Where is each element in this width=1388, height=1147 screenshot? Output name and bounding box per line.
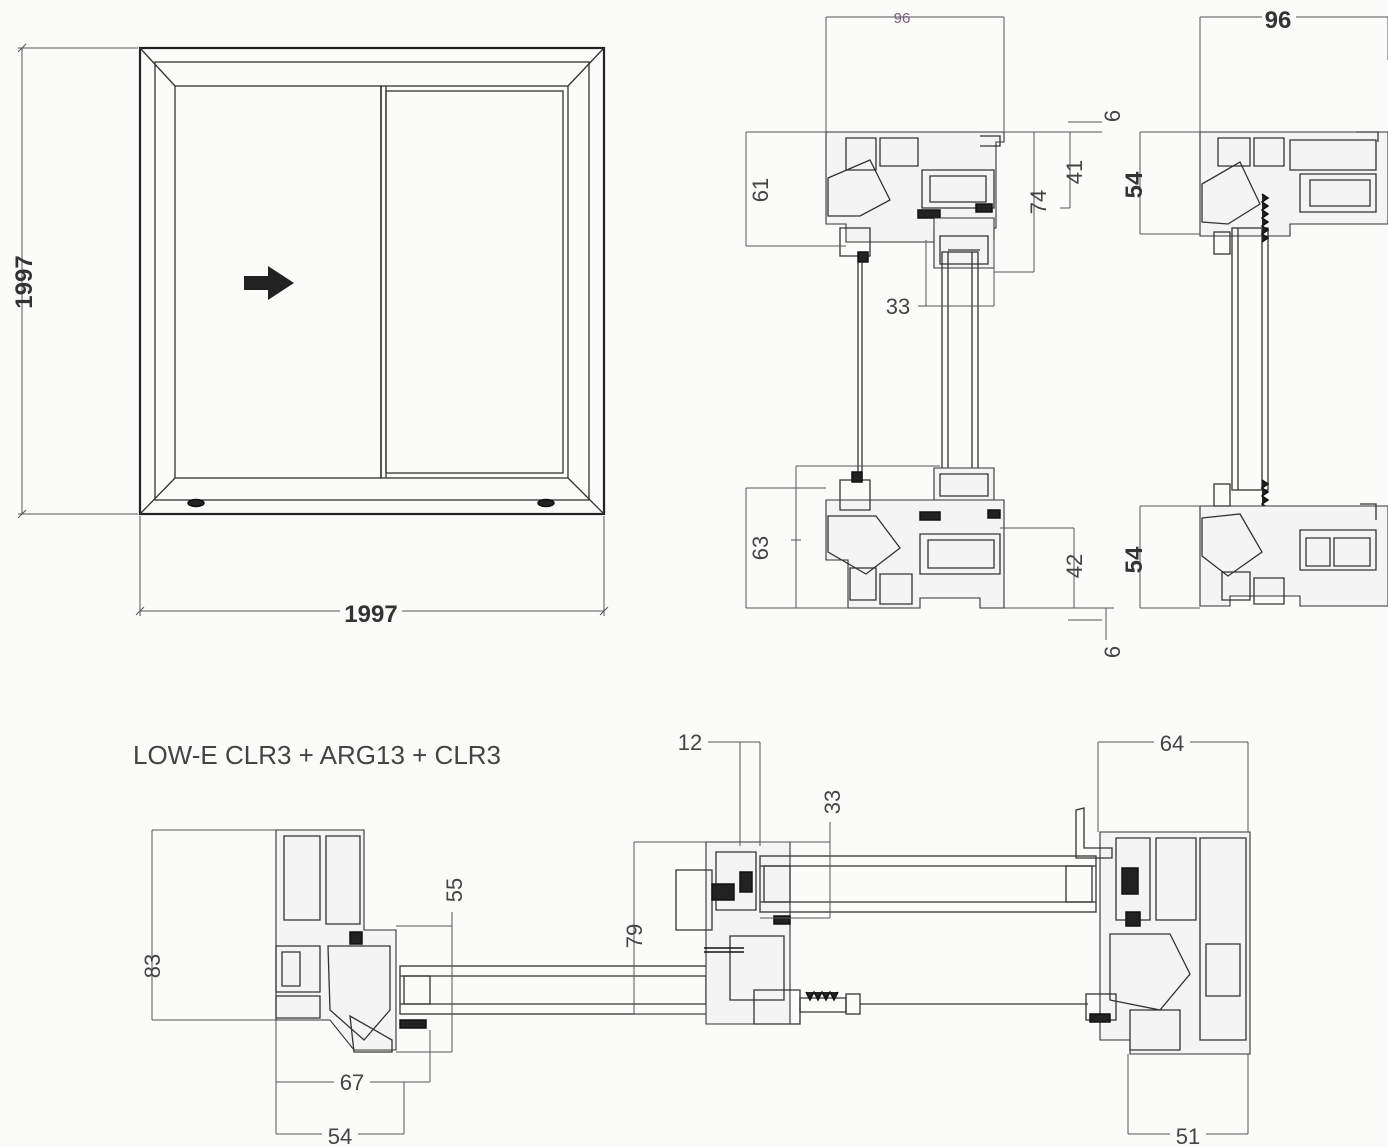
- horizontal-section: 83 55 67 54 12 33 79: [140, 730, 1251, 1147]
- glass-unit-b: [1231, 227, 1269, 491]
- glass-unit-right: [759, 855, 1097, 913]
- section-a-dim-6-bottom: 6: [1100, 646, 1125, 658]
- section-a-dim-6-top: 6: [1100, 110, 1125, 122]
- vertical-section-b: 96 54 54: [1121, 6, 1388, 609]
- section-a-dim-33: 33: [886, 294, 910, 319]
- section-a-dim-63: 63: [748, 536, 773, 560]
- section-b-dim-54-top: 54: [1121, 171, 1148, 198]
- inner-frame: [154, 61, 590, 501]
- horizontal-dim-51: 51: [1176, 1124, 1200, 1147]
- section-a-dim-74: 74: [1026, 190, 1051, 214]
- outer-frame: [138, 46, 606, 516]
- horizontal-dim-33: 33: [820, 790, 845, 814]
- elevation-width-label: 1997: [344, 601, 397, 628]
- fixed-sash-right: [380, 85, 569, 479]
- section-a-dim-42: 42: [1062, 554, 1087, 578]
- horizontal-dim-55: 55: [442, 878, 467, 902]
- section-a-dim-41: 41: [1062, 160, 1087, 184]
- section-a-dim-61: 61: [748, 178, 773, 202]
- horizontal-dim-83: 83: [140, 954, 165, 978]
- section-a-width-96: 96: [894, 10, 911, 27]
- arrow-right-icon: [244, 266, 294, 300]
- section-b-width-96: 96: [1265, 7, 1292, 34]
- horizontal-dim-64: 64: [1160, 731, 1184, 756]
- elevation-height-label: 1997: [11, 255, 38, 308]
- glass-unit-left: [399, 965, 733, 1015]
- section-b-dim-54-bottom: 54: [1121, 546, 1148, 573]
- horizontal-dim-54: 54: [328, 1124, 352, 1147]
- horizontal-dim-67: 67: [340, 1070, 364, 1095]
- vertical-section-a: 96: [745, 10, 1125, 658]
- horizontal-dim-12: 12: [678, 730, 702, 755]
- drain-slot-left: [187, 498, 205, 508]
- glass-specification: LOW-E CLR3 + ARG13 + CLR3: [133, 740, 502, 770]
- drain-slot-right: [537, 498, 555, 508]
- window-elevation: 1997 1997: [11, 43, 609, 628]
- horizontal-dim-79: 79: [622, 924, 647, 948]
